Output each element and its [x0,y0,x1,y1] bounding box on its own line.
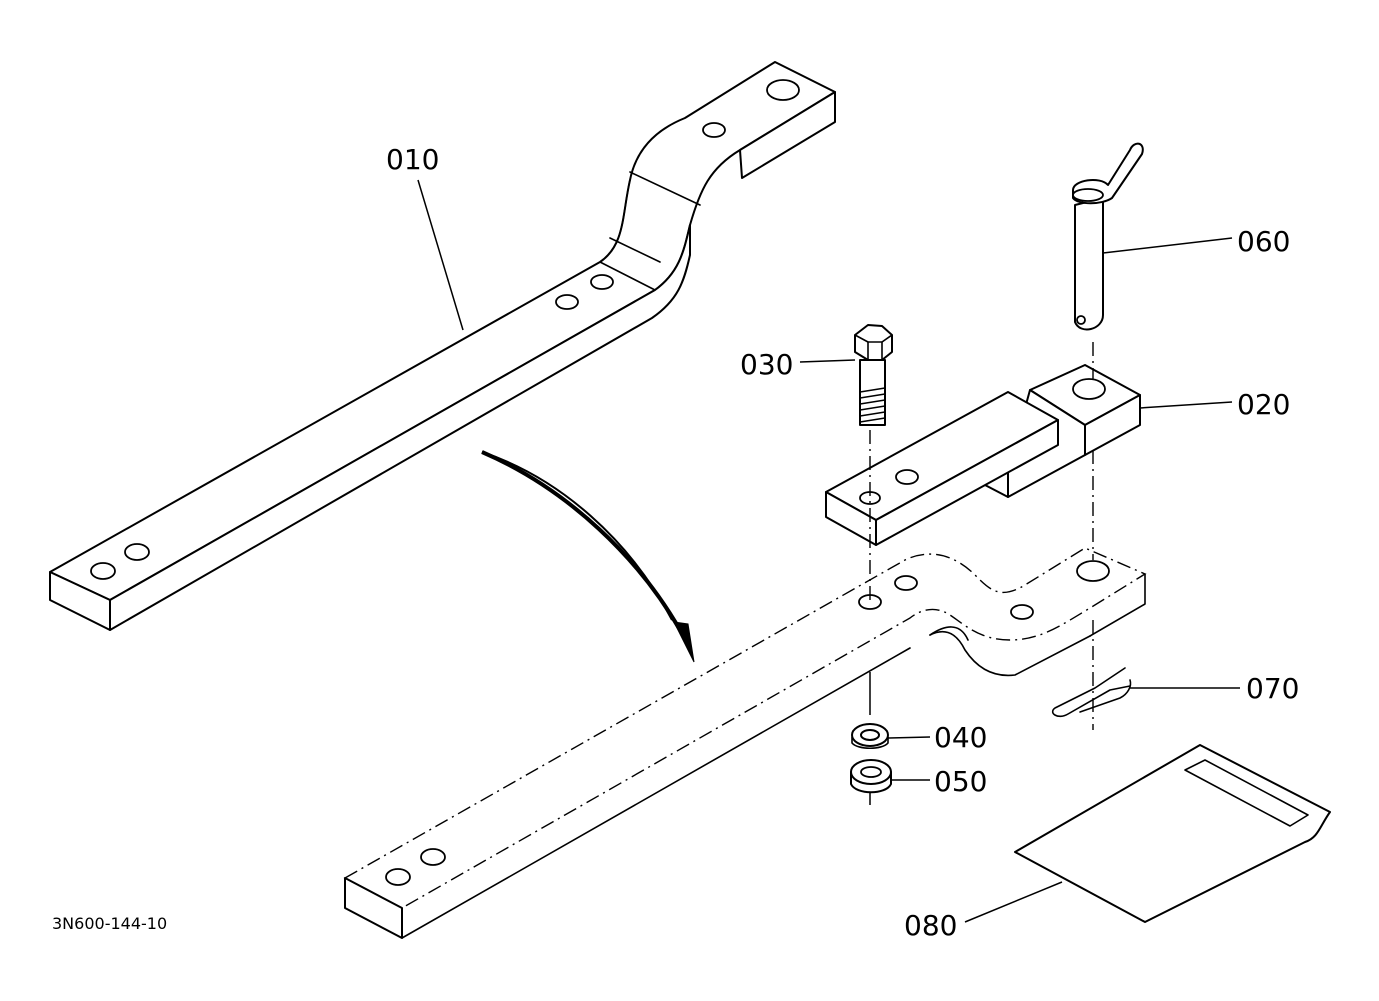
clip-070 [1051,667,1132,718]
drawbar-010 [49,61,836,631]
pin-060 [1072,142,1144,331]
drawbar-010-flipped [343,547,1147,939]
callout-050: 050 [934,765,987,798]
callout-010: 010 [386,143,439,176]
callout-080: 080 [904,909,957,942]
callout-060: 060 [1237,225,1290,258]
assembly-lines [869,342,1094,805]
bolt-030 [854,324,893,426]
lock-washer-040 [851,723,889,750]
drawing-code: 3N600-144-10 [52,914,167,933]
callout-020: 020 [1237,388,1290,421]
nut-050 [850,759,892,794]
callout-040: 040 [934,721,987,754]
rotation-arrow [481,450,695,663]
callout-030: 030 [740,348,793,381]
bracket-020 [825,364,1141,546]
leader-lines [417,179,1240,923]
callout-070: 070 [1246,672,1299,705]
label-sheet-080 [1014,744,1331,923]
